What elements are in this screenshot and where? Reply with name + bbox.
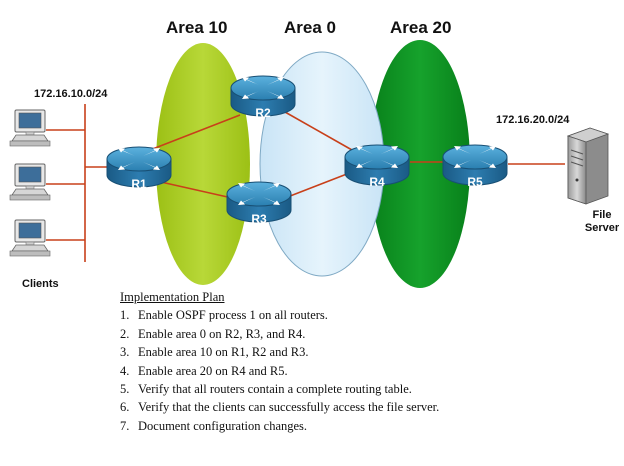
plan-step: 4. Enable area 20 on R4 and R5. (120, 362, 560, 380)
file-server-icon (566, 127, 610, 205)
plan-step: 1. Enable OSPF process 1 on all routers. (120, 306, 560, 324)
router-r1: R1 (106, 146, 172, 191)
computer-icon (9, 219, 51, 257)
router-r5: R5 (442, 144, 508, 189)
file-server (566, 127, 610, 205)
client-pc-3 (9, 219, 51, 257)
plan-step-number: 6. (120, 400, 130, 415)
file-server-label-line1: File (593, 209, 612, 221)
client-pc-1 (9, 109, 51, 147)
file-server-label-line2: Server (585, 222, 620, 234)
area-20-title: Area 20 (390, 18, 451, 37)
plan-step-number: 1. (120, 308, 130, 323)
plan-step-number: 5. (120, 382, 130, 397)
implementation-plan: Implementation Plan 1. Enable OSPF proce… (120, 288, 560, 435)
area-10-region (156, 43, 250, 285)
plan-step-text: Enable OSPF process 1 on all routers. (138, 308, 328, 323)
plan-step-text: Verify that the clients can successfully… (138, 400, 440, 415)
router-r3-label: R3 (251, 212, 267, 226)
plan-step: 5. Verify that all routers contain a com… (120, 380, 560, 398)
plan-title: Implementation Plan (120, 290, 225, 304)
plan-step: 7. Document configuration changes. (120, 417, 560, 435)
link-r1-r3 (151, 179, 233, 199)
plan-step-text: Document configuration changes. (138, 418, 308, 433)
client-pc-2 (9, 163, 51, 201)
router-r4-label: R4 (369, 175, 385, 189)
link-r2-r4 (284, 111, 353, 151)
router-r3: R3 (226, 181, 292, 226)
router-r2-label: R2 (255, 106, 271, 120)
link-r3-r4 (284, 171, 353, 199)
area-20-region (370, 40, 470, 288)
plan-step-number: 2. (120, 326, 130, 341)
area-0-title: Area 0 (284, 18, 336, 37)
plan-step-number: 4. (120, 363, 130, 378)
plan-step: 2. Enable area 0 on R2, R3, and R4. (120, 325, 560, 343)
router-r5-label: R5 (467, 175, 483, 189)
plan-step-number: 7. (120, 418, 130, 433)
link-r1-r2 (149, 114, 241, 151)
router-r2: R2 (230, 75, 296, 120)
network-label-left: 172.16.10.0/24 (34, 88, 108, 100)
router-r4: R4 (344, 144, 410, 189)
plan-step-text: Enable area 20 on R4 and R5. (138, 363, 288, 378)
plan-step-text: Enable area 10 on R1, R2 and R3. (138, 345, 309, 360)
router-r1-label: R1 (131, 177, 147, 191)
computer-icon (9, 109, 51, 147)
plan-step-number: 3. (120, 345, 130, 360)
plan-step-text: Verify that all routers contain a comple… (138, 382, 412, 397)
plan-step-text: Enable area 0 on R2, R3, and R4. (138, 326, 306, 341)
plan-step: 6. Verify that the clients can successfu… (120, 398, 560, 416)
computer-icon (9, 163, 51, 201)
area-10-title: Area 10 (166, 18, 227, 37)
clients-label: Clients (22, 278, 59, 290)
network-label-right: 172.16.20.0/24 (496, 114, 570, 126)
plan-step: 3. Enable area 10 on R1, R2 and R3. (120, 343, 560, 361)
